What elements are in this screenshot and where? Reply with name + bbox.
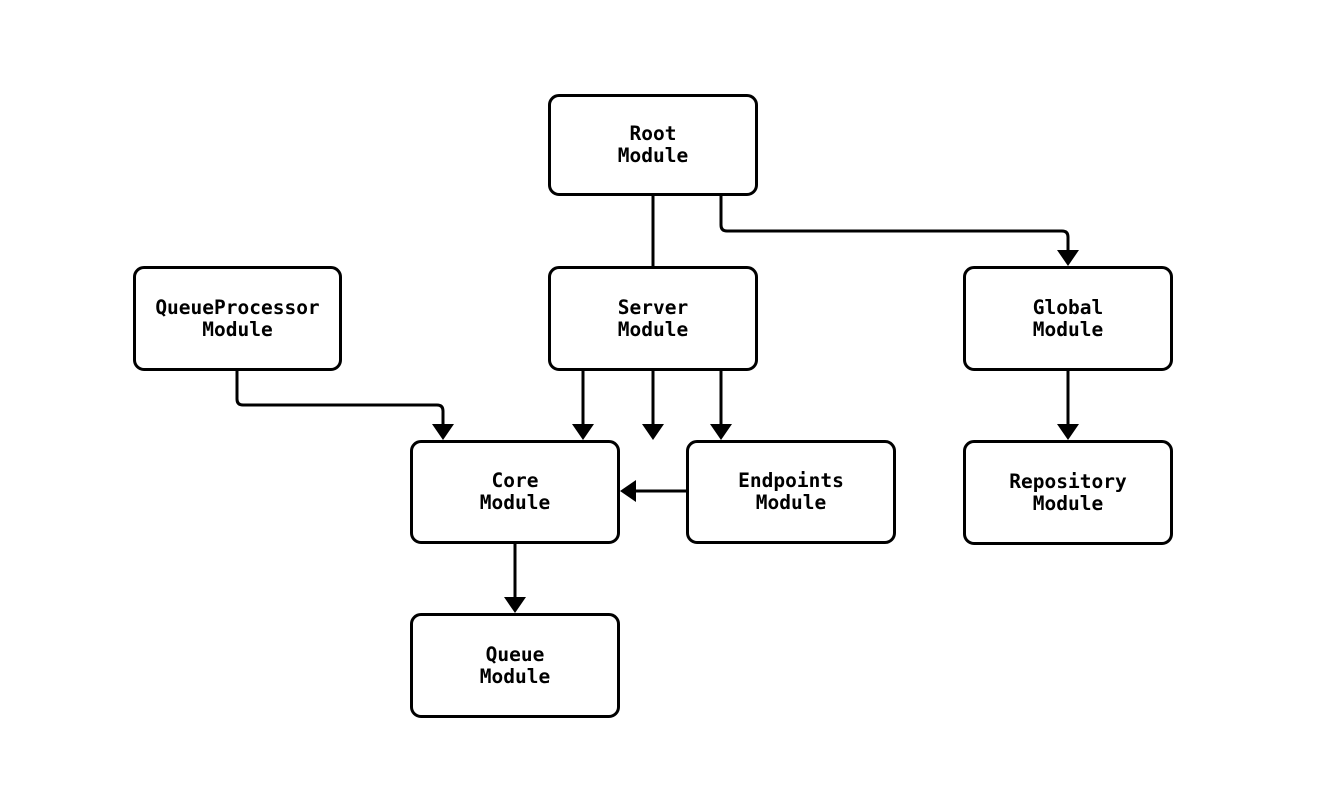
node-global-module[interactable]: Global Module <box>963 266 1173 371</box>
arrowhead <box>620 480 636 502</box>
arrowhead <box>710 424 732 440</box>
arrowhead <box>432 424 454 440</box>
arrowhead <box>1057 250 1079 266</box>
arrowhead <box>572 424 594 440</box>
node-label-line1: Root <box>629 122 677 145</box>
node-label-line2: Module <box>202 317 273 341</box>
node-repository-module[interactable]: Repository Module <box>963 440 1173 545</box>
edge-global-to-repository <box>1057 371 1079 440</box>
edge-core-to-queue <box>504 544 526 613</box>
arrowhead <box>1057 424 1079 440</box>
node-label-line1: Repository <box>1009 469 1127 493</box>
node-label-line2: Module <box>1032 491 1104 515</box>
node-label-line2: Module <box>617 144 689 167</box>
node-core-module[interactable]: Core Module <box>410 440 620 544</box>
node-label-line2: Module <box>479 664 551 688</box>
node-label-line2: Module <box>755 491 827 514</box>
node-endpoints-module[interactable]: Endpoints Module <box>686 440 896 544</box>
node-label-line2: Module <box>617 317 689 341</box>
node-label-line2: Module <box>479 491 551 514</box>
node-queue-module[interactable]: Queue Module <box>410 613 620 718</box>
node-queueprocessor-module[interactable]: QueueProcessor Module <box>133 266 342 371</box>
node-root-module[interactable]: Root Module <box>548 94 758 196</box>
node-label-line1: Queue <box>485 642 545 666</box>
node-label-line1: Endpoints <box>738 469 844 492</box>
node-label-line1: Core <box>491 469 539 492</box>
edge-server-to-endpoints <box>710 371 732 440</box>
edge-endpoints-to-core <box>620 480 686 502</box>
arrowhead <box>642 424 664 440</box>
node-label-line1: QueueProcessor <box>155 295 320 319</box>
arrowhead <box>504 597 526 613</box>
node-label-line1: Server <box>617 295 689 319</box>
node-label-line1: Global <box>1032 295 1104 319</box>
edge-root-to-global <box>719 196 1079 266</box>
node-server-module[interactable]: Server Module <box>548 266 758 371</box>
node-label-line2: Module <box>1032 317 1104 341</box>
edge-server-to-core <box>572 371 594 440</box>
edge-queueprocessor-to-core <box>235 371 454 440</box>
